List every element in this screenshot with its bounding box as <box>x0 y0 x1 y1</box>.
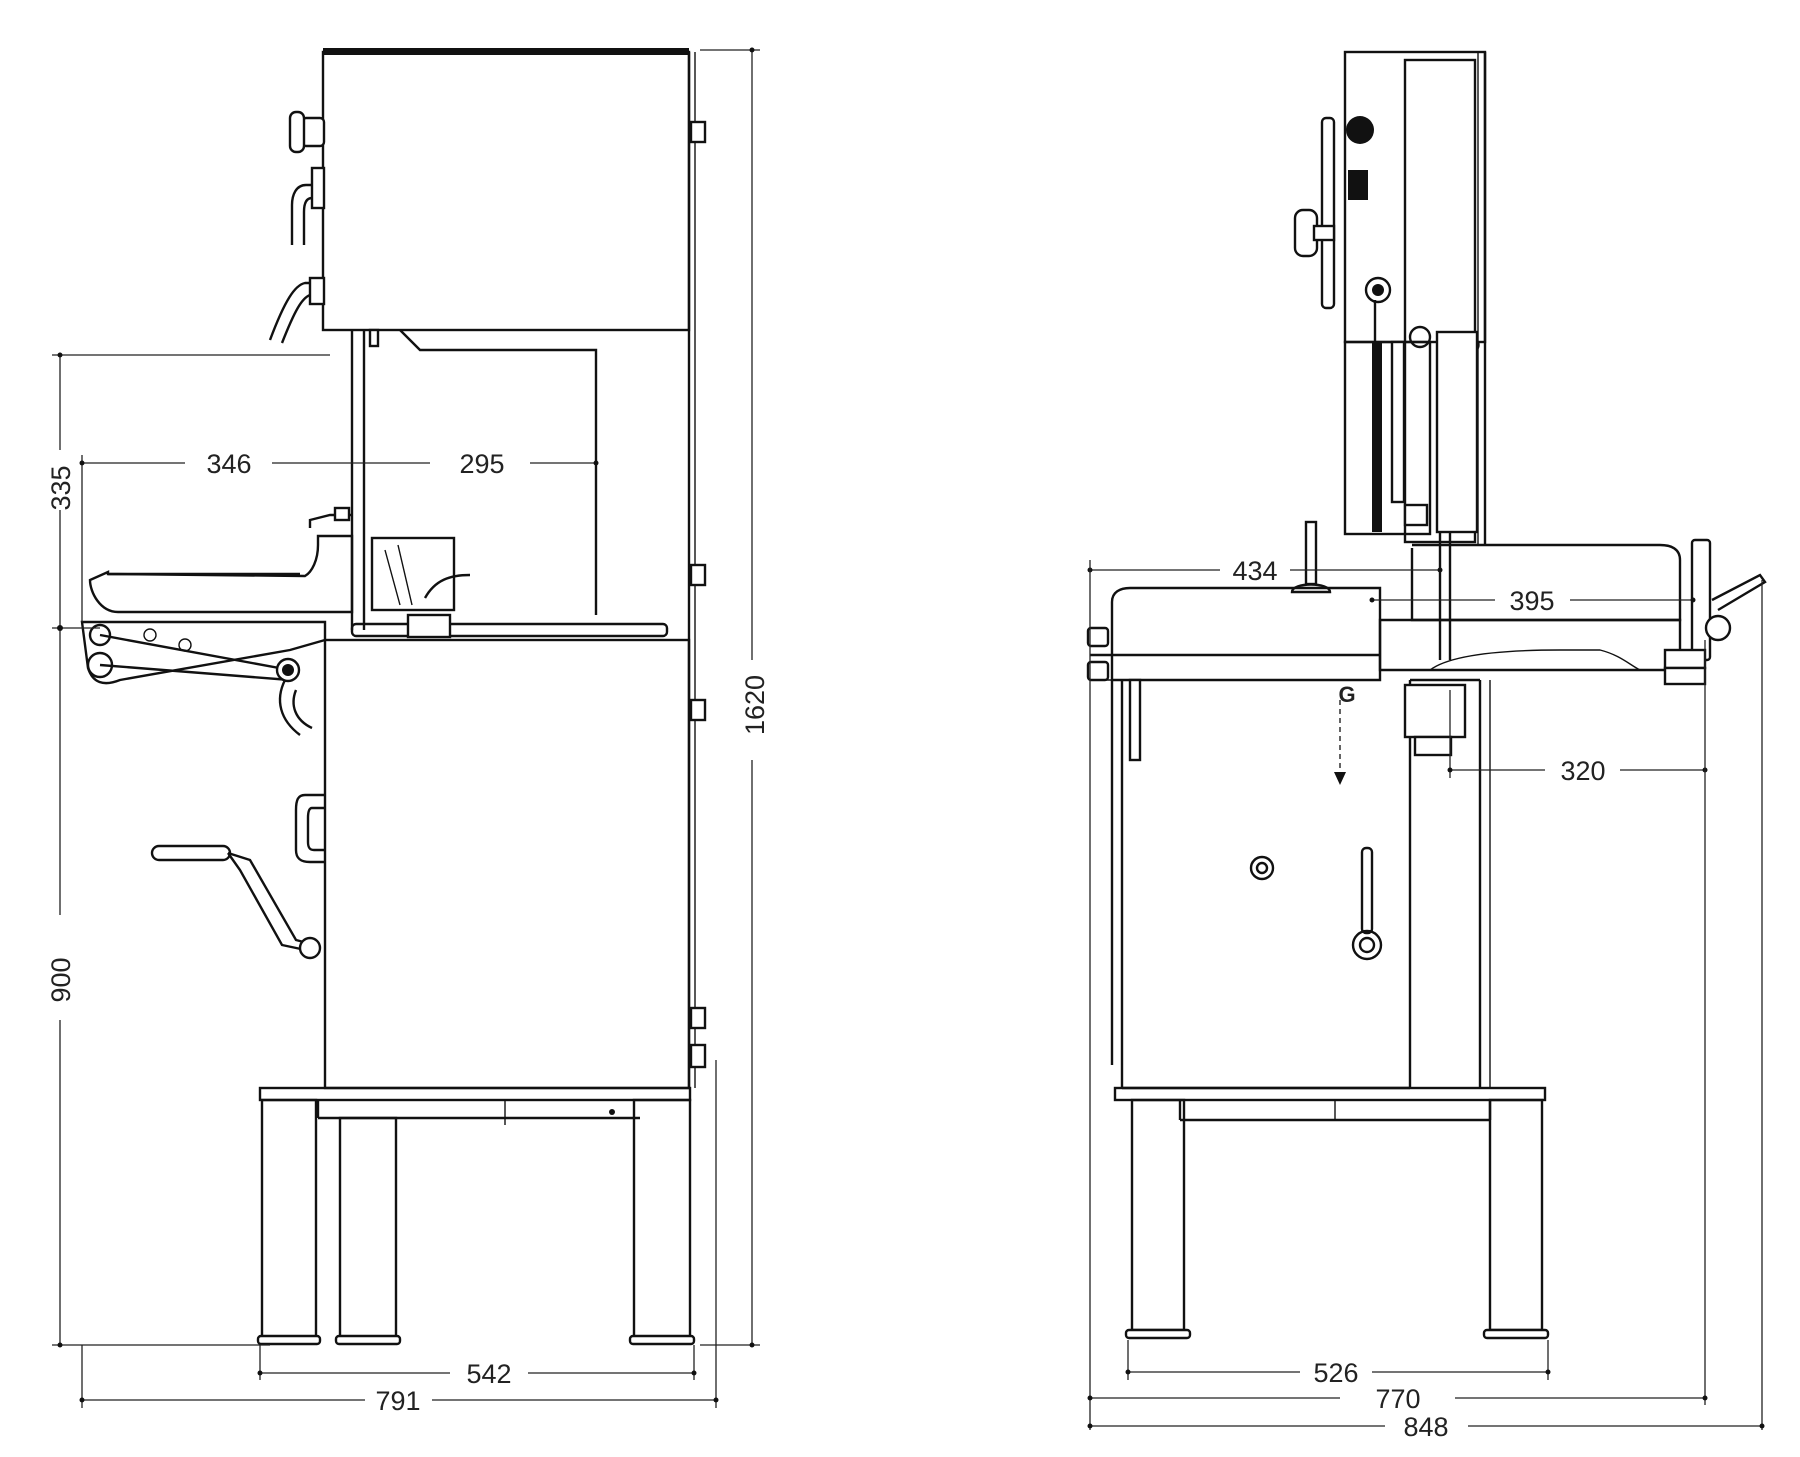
front-base-plate <box>1113 1086 1547 1102</box>
tension-knob <box>288 110 326 154</box>
dim-791: 791 <box>375 1386 420 1416</box>
side-view: 1620 335 900 346 295 542 791 <box>46 47 770 1416</box>
dim-295: 295 <box>459 449 504 479</box>
dim-395: 395 <box>1509 586 1554 616</box>
dim-434: 434 <box>1232 556 1277 586</box>
crank-handle <box>150 844 322 960</box>
drain-lever <box>1351 846 1383 961</box>
dim-526: 526 <box>1313 1358 1358 1388</box>
motor-housing <box>1403 683 1467 739</box>
upper-lever <box>290 166 326 245</box>
lower-housing <box>323 638 691 1090</box>
dim-770: 770 <box>1375 1384 1420 1414</box>
pusher-handle <box>1290 520 1332 594</box>
base-plate <box>258 1086 692 1102</box>
front-dimensions <box>1087 560 1765 1430</box>
side-legs <box>256 1098 696 1346</box>
dim-320: 320 <box>1560 756 1605 786</box>
dim-1620: 1620 <box>740 675 770 735</box>
door-handle <box>294 793 325 864</box>
upper-housing <box>321 50 691 332</box>
dim-335: 335 <box>46 465 76 510</box>
front-view: G <box>1086 50 1767 1442</box>
dim-848: 848 <box>1403 1412 1448 1442</box>
gravity-mark: G <box>1338 682 1355 707</box>
blade-guide-lever <box>268 276 326 344</box>
dim-542: 542 <box>466 1359 511 1389</box>
front-knob <box>1293 208 1336 258</box>
sliding-table <box>88 534 354 614</box>
switch-icon <box>1348 170 1368 200</box>
dim-346: 346 <box>206 449 251 479</box>
control-button-icon <box>1346 116 1374 144</box>
blade-guide-column <box>1343 340 1432 536</box>
front-legs <box>1124 1098 1550 1340</box>
top-cap <box>323 48 689 55</box>
side-dimensions <box>52 47 760 1408</box>
blade-guard <box>370 536 456 612</box>
hinges <box>689 120 707 1069</box>
dim-900: 900 <box>46 957 76 1002</box>
